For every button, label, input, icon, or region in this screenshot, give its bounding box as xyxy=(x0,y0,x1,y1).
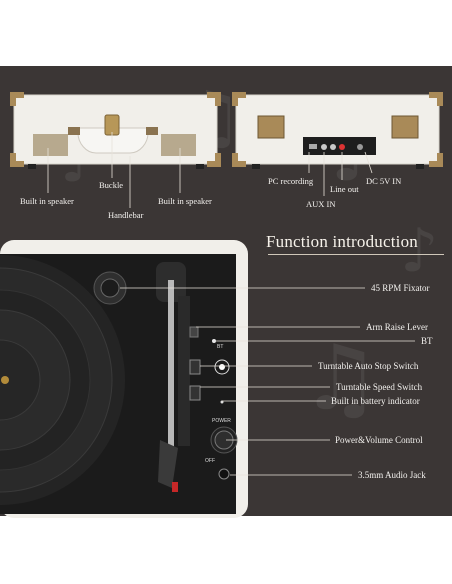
speaker-grille-right xyxy=(161,134,196,156)
turntable-case-back xyxy=(232,92,443,169)
builtin-speaker-right-label: Built in speaker xyxy=(158,196,212,206)
callout-auto-stop-switch: Turntable Auto Stop Switch xyxy=(318,361,419,371)
top-callout-lines xyxy=(47,132,373,208)
audio-jack-port xyxy=(218,468,230,480)
speed-switch xyxy=(189,385,201,401)
power-device-label: POWER xyxy=(212,418,231,424)
pc-recording-label: PC recording xyxy=(268,176,314,186)
callout-bt: BT xyxy=(421,336,433,346)
handlebar-label: Handlebar xyxy=(108,210,144,220)
music-notes-decoration: ♪ xyxy=(400,216,439,286)
off-device-label: OFF xyxy=(205,458,215,464)
callout-arm-raise-lever: Arm Raise Lever xyxy=(366,322,428,332)
callout-power-volume-control: Power&Volume Control xyxy=(335,435,423,445)
callout-audio-jack: 3.5mm Audio Jack xyxy=(358,470,426,480)
buckle-label: Buckle xyxy=(99,180,124,190)
arm-raise-lever xyxy=(189,326,199,338)
aux-in-label: AUX IN xyxy=(306,199,336,209)
line-out-label: Line out xyxy=(330,184,359,194)
builtin-speaker-left-label: Built in speaker xyxy=(20,196,74,206)
music-notes-decoration: ♫ xyxy=(300,326,381,431)
tonearm xyxy=(168,280,174,450)
dc-in-label: DC 5V IN xyxy=(366,176,402,186)
bt-device-label: BT xyxy=(217,344,223,350)
auto-stop-switch xyxy=(189,359,201,375)
turntable-case-front xyxy=(10,92,221,169)
cartridge xyxy=(158,440,178,488)
section-heading: Function introduction xyxy=(266,232,418,251)
callout-speed-switch: Turntable Speed Switch xyxy=(336,382,423,392)
callout-45-rpm-fixator: 45 RPM Fixator xyxy=(371,283,430,293)
spindle xyxy=(1,376,9,384)
turntable-closeup: BT POWER OFF xyxy=(0,240,248,518)
speaker-grille-left xyxy=(33,134,68,156)
heading-underline xyxy=(268,254,444,255)
callout-battery-indicator: Built in battery indicator xyxy=(331,396,420,406)
